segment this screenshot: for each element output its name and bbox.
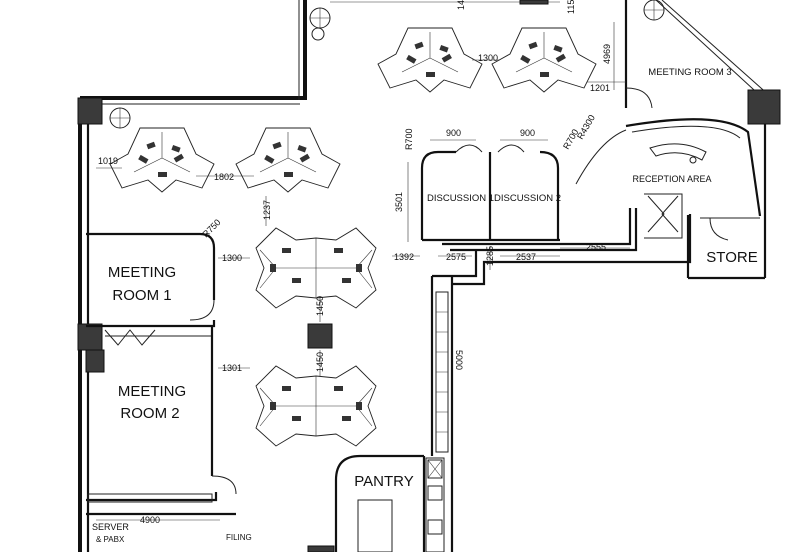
meeting-room-2-label-line1: MEETING [118,383,186,400]
meeting-room-3: MEETING ROOM 3 4969 1201 [584,22,732,109]
dim-1237: 1237 [262,200,272,220]
workstation-pod-double-2 [255,365,377,447]
dim-1019: 1019 [98,156,118,166]
meeting-room-3-label: MEETING ROOM 3 [648,67,731,78]
store-label: STORE [706,249,757,266]
server-label-line1: SERVER [92,522,129,532]
discussion-rooms: DISCUSSION 1 DISCUSSION 2 900 900 R700 R… [394,127,580,242]
dim-r700a: R700 [404,128,414,150]
reception-area: RECEPTION AREA R4300 [575,113,762,239]
dim-1802: 1802 [214,172,234,182]
discussion-2-label: DISCUSSION 2 [494,193,561,204]
corridor-shelving [435,291,449,453]
workstation-pod-mid-2 [235,127,341,193]
meeting-room-2-label-line2: ROOM 2 [120,405,179,422]
meeting-room-1-label-line1: MEETING [108,264,176,281]
meeting-room-1-label-line2: ROOM 1 [112,287,171,304]
discussion-1-label: DISCUSSION 1 [427,193,494,204]
workstation-pod-top-1 [377,27,483,93]
dim-1150-top: 1150 [566,0,576,14]
filing-label: FILING [226,533,252,542]
meeting-room-1: MEETING ROOM 1 [86,232,216,346]
workstation-pod-mid-1 [109,127,215,193]
pantry: PANTRY 5000 [334,350,464,552]
server-room: SERVER & PABX FILING 4900 [86,512,252,544]
dim-1201: 1201 [590,83,610,93]
dim-r750: R750 [200,217,222,239]
meeting-room-2: MEETING ROOM 2 [85,326,237,503]
dim-900a: 900 [446,128,461,138]
walls [78,0,771,552]
dim-2575: 2575 [446,252,466,262]
pantry-label: PANTRY [354,473,413,490]
dim-5000: 5000 [454,350,464,370]
dim-1301: 1301 [222,363,242,373]
dim-1450b: 1450 [315,352,325,372]
dim-1450a: 1450 [315,296,325,316]
dim-1285: 1285 [485,246,495,266]
structural-columns [77,0,781,552]
dim-4900: 4900 [140,515,160,525]
plants [109,0,665,129]
dim-1392: 1392 [394,252,414,262]
workstation-pod-top-2 [491,27,597,93]
dim-900b: 900 [520,128,535,138]
dim-3501: 3501 [394,192,404,212]
dim-4969: 4969 [602,44,612,64]
dim-1300a: 1300 [222,253,242,263]
dim-1300b: 1300 [478,53,498,63]
dim-2537: 2537 [516,252,536,262]
server-label-line2: & PABX [96,535,125,544]
dim-2555: 2555 [586,242,606,252]
reception-label: RECEPTION AREA [632,174,711,184]
dim-1450-top: 1450 [456,0,466,10]
dim-r4300: R4300 [575,113,597,141]
store: STORE [706,217,758,266]
